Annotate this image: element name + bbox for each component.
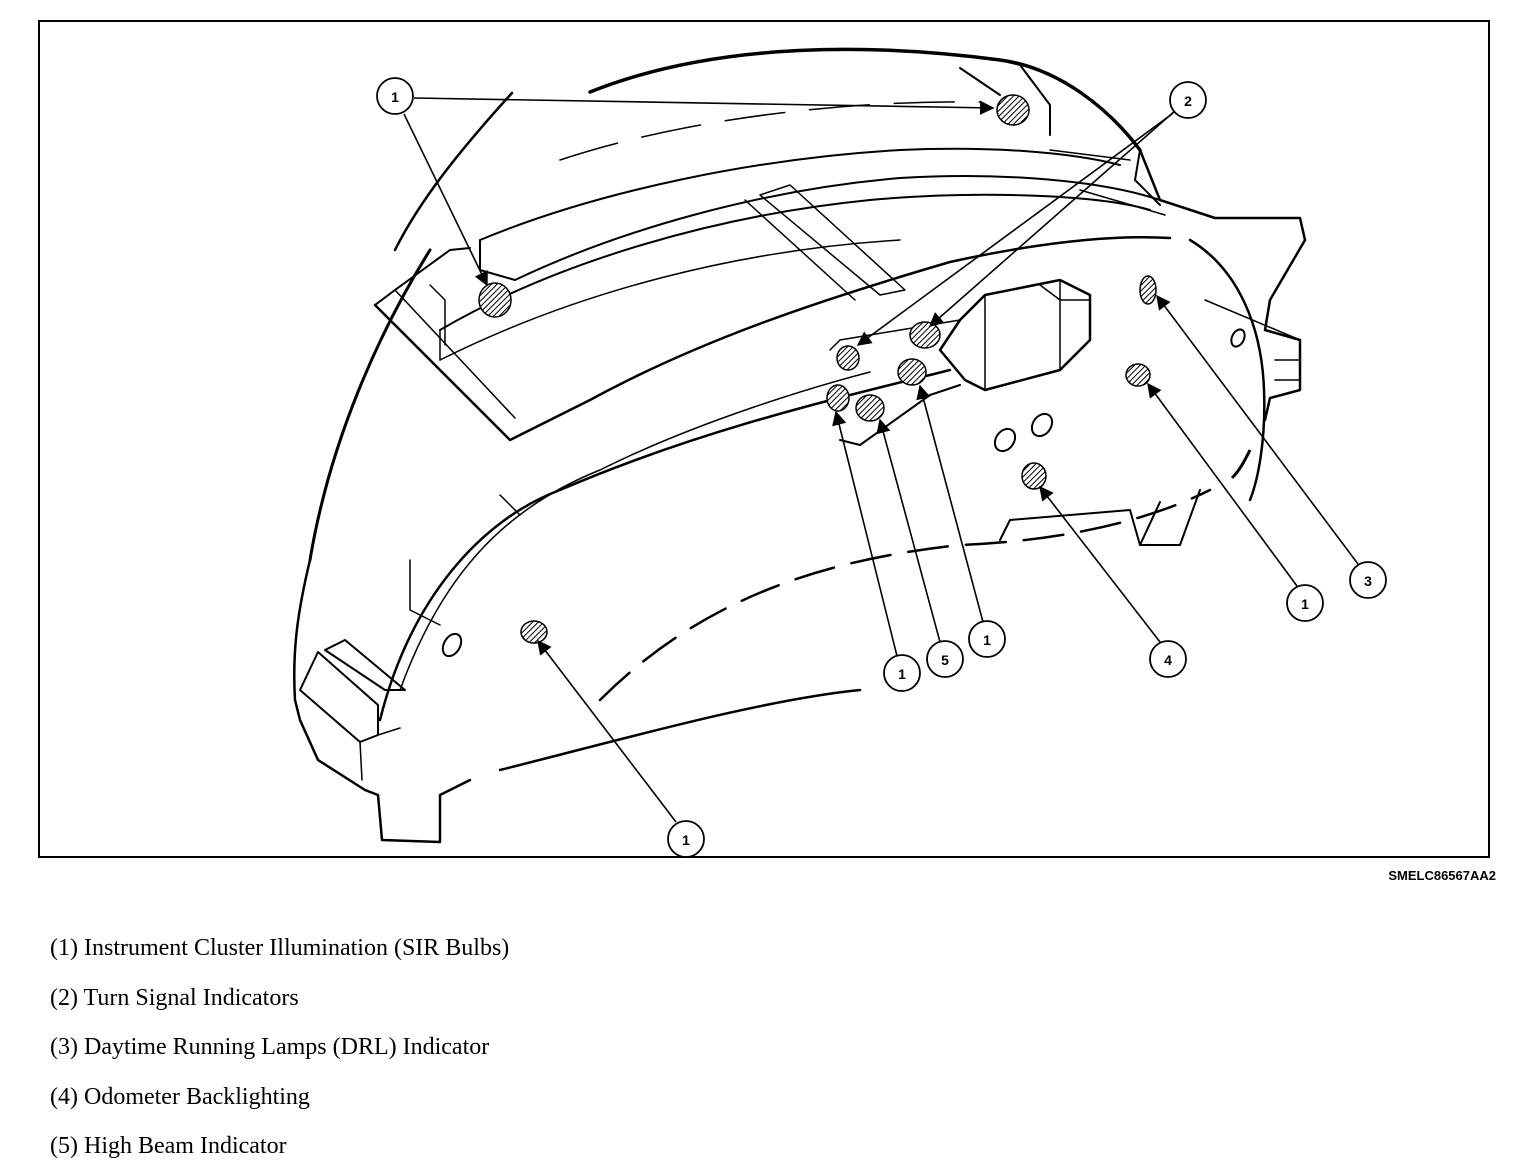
connector-block <box>829 278 1092 446</box>
callout-circle <box>1149 640 1187 678</box>
cluster-housing <box>292 47 1307 844</box>
instrument-cluster-diagram: 1 2 1 5 1 4 1 3 1 1 <box>292 47 1387 858</box>
bulb-cluster-c <box>826 384 850 412</box>
mounting-holes <box>993 328 1252 480</box>
callout-circle <box>1349 561 1387 599</box>
bulb-drl <box>1139 275 1157 305</box>
figure-code: SMELC86567AA2 <box>1388 868 1496 883</box>
callout-label: 1 <box>391 89 399 105</box>
legend-item: (5) High Beam Indicator <box>50 1133 287 1159</box>
callout-circle <box>1286 584 1324 622</box>
callout-circles <box>376 77 1387 858</box>
callout-circle <box>1169 81 1207 119</box>
bulb-top-right <box>996 94 1030 126</box>
callout-label: 4 <box>1164 652 1172 668</box>
callout-circle <box>376 77 414 115</box>
callout-circle <box>883 654 921 692</box>
callout-label: 1 <box>983 632 991 648</box>
bulb-top-left <box>478 282 512 318</box>
callout-circle <box>667 820 705 858</box>
callout-label: 1 <box>391 89 399 105</box>
legend-item: (1) Instrument Cluster Illumination (SIR… <box>50 935 510 961</box>
callout-circle <box>926 640 964 678</box>
bulb-bottom-left <box>520 620 548 644</box>
legend: (1) Instrument Cluster Illumination (SIR… <box>50 924 509 1172</box>
callout-label: 3 <box>1364 573 1372 589</box>
callout-label: 1 <box>898 666 906 682</box>
callout-label: 1 <box>1301 596 1309 612</box>
bulb-cluster-a <box>836 345 860 371</box>
legend-item: (3) Daytime Running Lamps (DRL) Indicato… <box>50 1034 490 1060</box>
bulb-turn-signal <box>909 321 941 349</box>
bulb-cluster-b <box>897 358 927 386</box>
top-bezel-ledge <box>373 101 1172 442</box>
callout-label: 1 <box>682 832 690 848</box>
bulbs <box>478 94 1157 644</box>
callout-numbers: 1 2 1 5 1 4 1 3 1 1 <box>391 89 1372 848</box>
bulb-odometer <box>1021 462 1047 490</box>
lower-front-face <box>299 368 952 781</box>
legend-item: (4) Odometer Backlighting <box>50 1083 310 1110</box>
legend-item: (2) Turn Signal Indicators <box>50 984 299 1011</box>
bulb-right <box>1125 363 1151 387</box>
callout-label: 5 <box>941 652 949 668</box>
figure-frame <box>38 20 1490 858</box>
leader-lines <box>403 97 1359 823</box>
callout-label: 2 <box>1184 93 1192 109</box>
bulb-high-beam <box>855 394 885 422</box>
callout-circle <box>968 620 1006 658</box>
